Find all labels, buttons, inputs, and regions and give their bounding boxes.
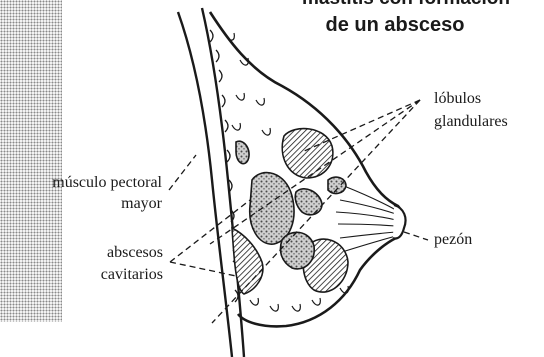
label-abscesos-line-1: abscesos [0, 242, 163, 263]
nipple [393, 205, 406, 239]
label-pectoral-line-1: músculo pectoral [0, 172, 162, 193]
label-lobulos-line-1: lóbulos [434, 88, 481, 109]
label-pectoral-line-2: mayor [0, 193, 162, 214]
label-lobulos-line-2: glandulares [434, 111, 508, 132]
label-abscesos-line-2: cavitarios [0, 264, 163, 285]
chest-wall [178, 8, 244, 357]
title-line-1: mastitis con formación [268, 0, 544, 10]
label-pezon: pezón [434, 229, 472, 250]
title-line-2: de un absceso [275, 13, 515, 37]
